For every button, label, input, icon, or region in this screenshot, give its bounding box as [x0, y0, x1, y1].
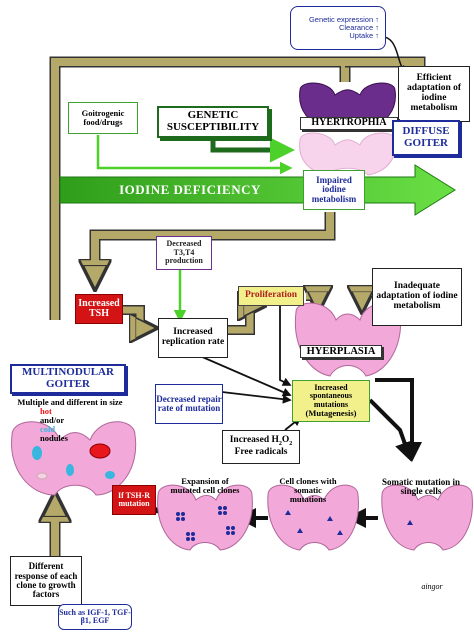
tshr-mutation-box: If TSH-R mutation — [112, 485, 156, 515]
up-arrow-icon: ↑ — [375, 23, 379, 33]
increased-replication-box: Increased replication rate — [158, 318, 228, 358]
signature-text: aingor — [421, 582, 443, 591]
hot-nodule — [89, 443, 111, 459]
iodine-deficiency-label: IODINE DEFICIENCY — [110, 183, 270, 197]
hyperplasia-text: HYERPLASIA — [306, 346, 376, 357]
arrow-spontaneous-to-somatic — [368, 398, 415, 462]
nodules-description: Multiple and different in size hot and/o… — [0, 398, 140, 443]
somatic-mutation-text: Somatic mutation in single cells — [381, 477, 460, 497]
diffuse-goiter-text: DIFFUSE GOITER — [402, 125, 450, 149]
olive-arrows — [55, 56, 420, 560]
mutagenesis-text: (Mutagenesis) — [305, 408, 357, 419]
h2o2-sub1: 2 — [278, 441, 282, 448]
iodine-deficiency-text: IODINE DEFICIENCY — [119, 182, 261, 197]
up-arrow-icon: ↑ — [375, 15, 379, 25]
increased-tsh-box: Increased TSH — [75, 294, 123, 324]
thyroid-expansion-icon — [157, 484, 253, 551]
callout-clearance: Clearance — [338, 23, 374, 33]
increased-replication-text: Increased replication rate — [161, 327, 225, 347]
thyroid-multinodular-icon — [11, 421, 137, 496]
expansion-label: Expansion of mutated cell clones — [170, 477, 240, 495]
multinodular-goiter-text: MULTINODULAR GOITER — [22, 366, 114, 390]
arrow-prolif-to-spontaneous — [279, 306, 292, 386]
somatic-mutation-label: Somatic mutation in single cells — [372, 477, 470, 497]
diffuse-goiter-box: DIFFUSE GOITER — [392, 120, 460, 156]
darkgreen-arrow-genetic — [210, 137, 295, 163]
genetic-susceptibility-text: GENETIC SUSCEPTIBILITY — [166, 109, 260, 133]
inadequate-adaptation-text: Inadequate adaptation of iodine metaboli… — [376, 281, 458, 311]
different-response-box: Different response of each clone to grow… — [10, 556, 82, 606]
expansion-text: Expansion of mutated cell clones — [170, 476, 240, 495]
such-as-box: Such as IGF-1, TGF-β1, EGF — [58, 604, 132, 630]
cell-clones-label: Cell clones with somatic mutations — [276, 477, 340, 504]
arrow-hyperplasia-to-somatic — [375, 378, 422, 462]
multinodular-goiter-box: MULTINODULAR GOITER — [10, 364, 126, 394]
spontaneous-text: Increased spontaneous mutations — [309, 382, 353, 409]
decreased-repair-box: Decreased repair rate of mutation — [155, 384, 223, 424]
hyperplasia-label: HYERPLASIA — [300, 345, 382, 359]
hot-text: hot — [40, 405, 52, 416]
signature: aingor — [412, 582, 452, 591]
efficient-adaptation-text: Efficient adaptation of iodine metabolis… — [406, 73, 462, 113]
inadequate-adaptation-box: Inadequate adaptation of iodine metaboli… — [372, 268, 462, 326]
callout-box: Genetic expression ↑ Clearance ↑ Uptake … — [290, 6, 386, 50]
h2o2-prefix: Increased H — [229, 435, 279, 446]
hypertrophia-label: HYERTROPHIA — [300, 117, 398, 130]
h2o2-mid: O — [281, 435, 290, 446]
cold-nodule — [32, 446, 42, 460]
up-arrow-icon: ↑ — [375, 30, 379, 40]
callout-genetic-expression: Genetic expression — [308, 15, 374, 25]
andor-text: and/or — [40, 414, 65, 425]
different-response-text: Different response of each clone to grow… — [14, 561, 78, 600]
decreased-t3t4-text: Decreased T3,T4 production — [165, 239, 203, 266]
thyroid-somatic-icon — [381, 484, 473, 551]
green-arrow-goitrogenic — [96, 135, 293, 175]
impaired-iodine-text: Impaired iodine metabolism — [311, 174, 357, 204]
multiple-text: Multiple and different in size — [17, 397, 123, 407]
such-as-text: Such as IGF-1, TGF-β1, EGF — [59, 607, 131, 625]
spontaneous-mutations-box: Increased spontaneous mutations (Mutagen… — [292, 380, 370, 422]
h2o2-box: Increased H2O2 Free radicals — [222, 430, 300, 464]
tshr-mutation-text: If TSH-R mutation — [117, 490, 151, 508]
goitrogenic-box: Goitrogenic food/drugs — [68, 102, 138, 134]
decreased-t3t4-box: Decreased T3,T4 production — [156, 236, 212, 270]
cell-clones-text: Cell clones with somatic mutations — [279, 476, 337, 504]
h2o2-sub2: 2 — [289, 441, 293, 448]
genetic-susceptibility-box: GENETIC SUSCEPTIBILITY — [157, 106, 269, 138]
proliferation-text: Proliferation — [244, 290, 298, 301]
increased-tsh-text: Increased TSH — [78, 297, 120, 319]
callout-uptake: Uptake — [349, 30, 374, 40]
hypertrophia-text: HYERTROPHIA — [311, 117, 387, 128]
proliferation-box: Proliferation — [238, 286, 304, 306]
efficient-adaptation-box: Efficient adaptation of iodine metabolis… — [398, 66, 470, 122]
thyroid-clones-icon — [267, 484, 359, 551]
nodules-text: nodules — [40, 432, 68, 443]
thyroid-pale-icon — [299, 132, 396, 176]
cold-text: cold — [40, 423, 56, 434]
impaired-iodine-box: Impaired iodine metabolism — [303, 170, 365, 210]
goitrogenic-text: Goitrogenic food/drugs — [81, 108, 125, 127]
free-radicals-text: Free radicals — [234, 446, 288, 457]
green-arrows — [96, 135, 293, 323]
olive-arrow-impaired-to-tsh — [95, 212, 336, 282]
decreased-repair-text: Decreased repair rate of mutation — [156, 393, 222, 413]
